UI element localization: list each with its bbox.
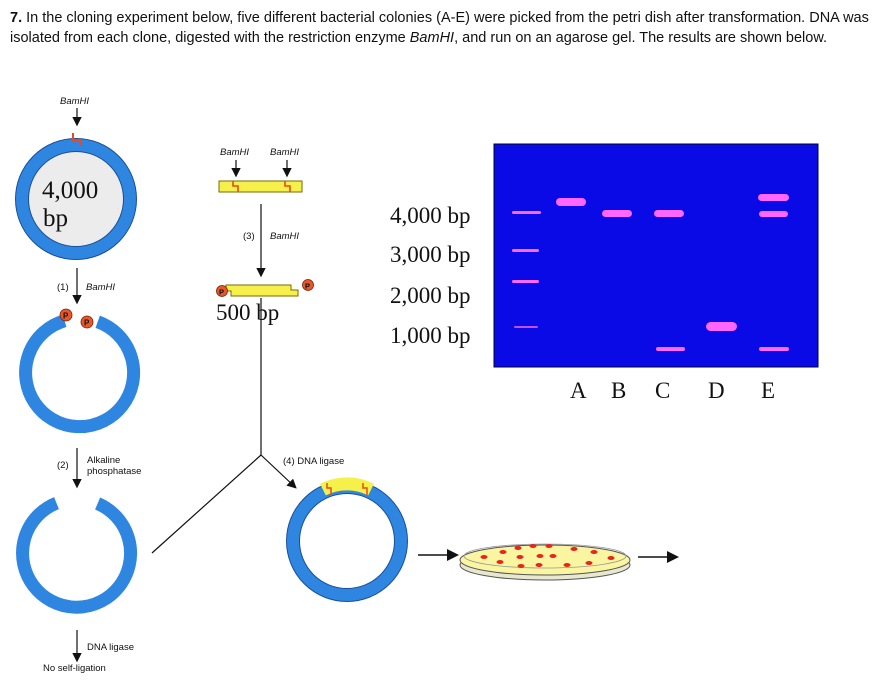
lane-e-band (759, 211, 788, 217)
svg-text:P: P (305, 282, 310, 291)
lane-b-band (602, 210, 632, 217)
no-self-ligation: No self-ligation (43, 663, 106, 674)
gel-bands (512, 194, 789, 351)
lane-label-a: A (570, 378, 587, 403)
svg-text:P: P (219, 288, 224, 297)
question-part2: , and run on an agarose gel. The results… (454, 30, 828, 46)
agarose-gel (493, 143, 819, 368)
lane-e-band (758, 194, 789, 201)
insert-cut (225, 284, 299, 297)
lane-label-d: D (708, 378, 725, 403)
ladder-band (512, 249, 539, 252)
lane-label-c: C (655, 378, 670, 403)
lane-e-band (759, 347, 789, 351)
lane-label-b: B (611, 378, 626, 403)
phosphate-right (80, 315, 94, 329)
ladder-label-1000: 1,000 bp (390, 323, 471, 348)
question-part1: In the cloning experiment below, five di… (10, 10, 869, 46)
svg-text:P: P (63, 312, 69, 321)
svg-text:P: P (84, 319, 90, 328)
step2-label-2: phosphatase (87, 466, 141, 477)
step1-number: (1) (57, 282, 69, 293)
lane-c-band (654, 210, 684, 217)
ladder-band (514, 326, 538, 328)
plasmid-enzyme-label: BamHI (60, 96, 89, 107)
step2-number: (2) (57, 460, 69, 471)
plasmid-size-line1: 4,000 (42, 177, 98, 204)
step3-enzyme: BamHI (270, 231, 299, 242)
step3-number: (3) (243, 231, 255, 242)
lane-label-e: E (761, 378, 775, 403)
plasmid-cut (19, 314, 141, 434)
insert-size-label: 500 bp (216, 300, 279, 325)
ladder-band (512, 280, 539, 283)
step2-label-1: Alkaline (87, 455, 120, 466)
ladder-label-2000: 2,000 bp (390, 283, 471, 308)
ladder-label-4000: 4,000 bp (390, 203, 471, 228)
ladder-band (512, 211, 541, 214)
insert-enzyme-left: BamHI (220, 147, 249, 158)
lane-d-band (706, 322, 737, 331)
step4-label: (4) DNA ligase (283, 456, 344, 467)
step1-enzyme: BamHI (86, 282, 115, 293)
plasmid-size-line2: bp (43, 205, 68, 232)
petri-dish (459, 543, 631, 581)
insert-fragment (218, 180, 303, 193)
ladder-label-3000: 3,000 bp (390, 242, 471, 267)
phosphate-left (59, 308, 73, 322)
bamhi-site-marker (72, 133, 81, 146)
recombinant-plasmid (286, 480, 408, 602)
lane-c-band (656, 347, 685, 351)
lane-a-band (556, 198, 586, 206)
enzyme-name: BamHI (409, 30, 455, 46)
plasmid-intact (15, 138, 137, 260)
question-text: 7. In the cloning experiment below, five… (10, 8, 880, 48)
plasmid-dephosphorylated (16, 497, 138, 614)
insert-enzyme-right: BamHI (270, 147, 299, 158)
ligase-label: DNA ligase (87, 642, 134, 653)
step4-arrow (260, 454, 297, 489)
question-number: 7. (10, 10, 23, 26)
